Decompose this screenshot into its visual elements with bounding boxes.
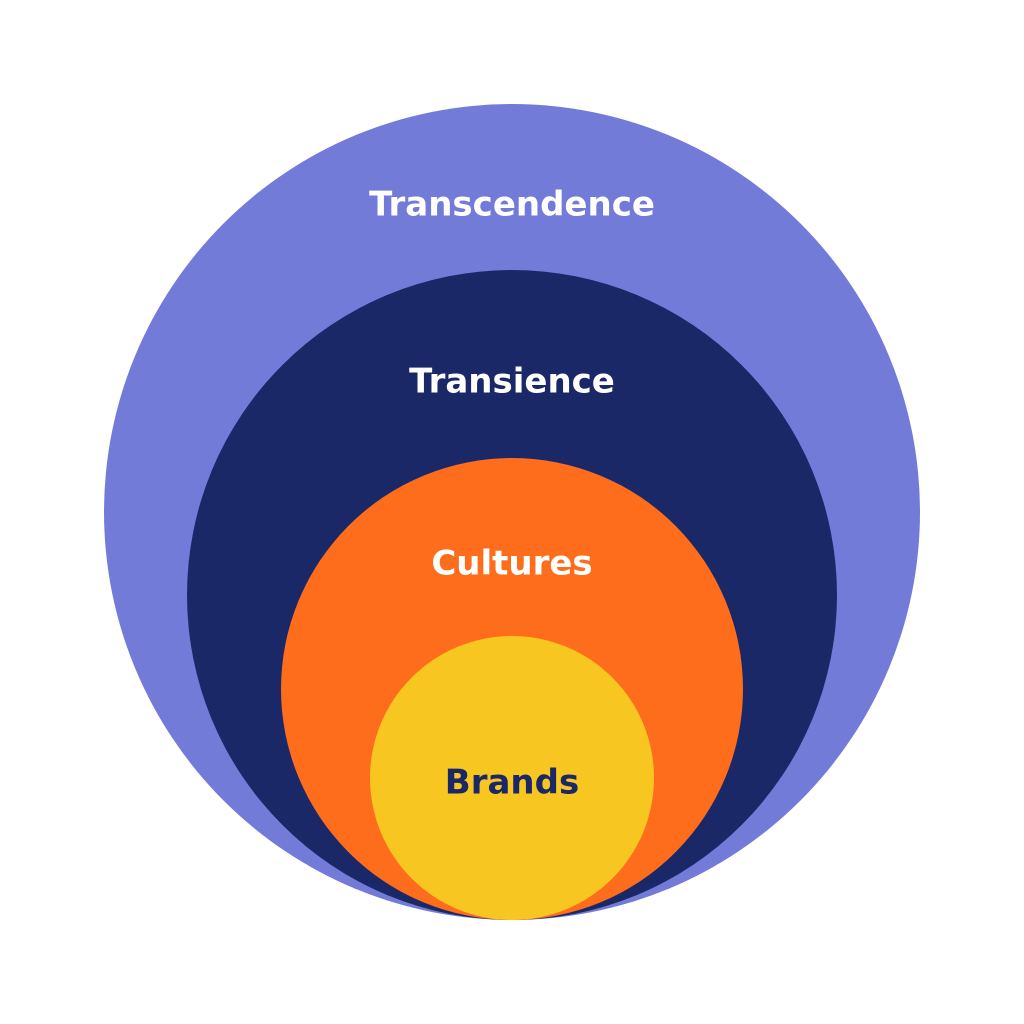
ring-brands bbox=[370, 636, 654, 920]
label-brands: Brands bbox=[445, 763, 579, 803]
label-transience: Transience bbox=[409, 362, 615, 402]
label-transcendence: Transcendence bbox=[369, 185, 655, 225]
label-cultures: Cultures bbox=[431, 544, 592, 584]
